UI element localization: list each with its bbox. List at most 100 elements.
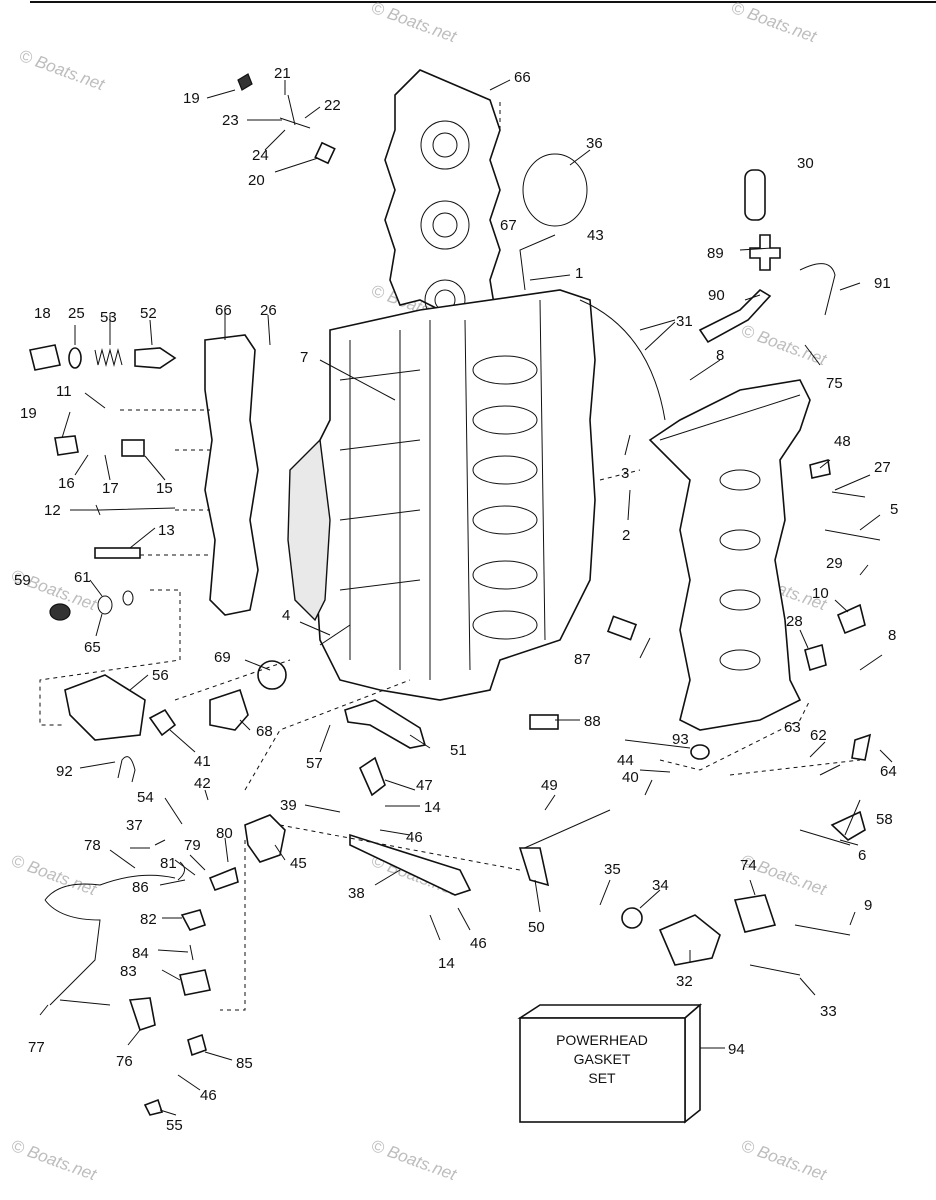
callout-49: 49 xyxy=(541,777,558,794)
watermark: © Boats.net xyxy=(729,0,820,47)
callout-36: 36 xyxy=(586,135,603,152)
callout-12: 12 xyxy=(44,502,61,519)
part-85-sensor xyxy=(187,1033,207,1057)
callout-38: 38 xyxy=(348,885,365,902)
callout-93: 93 xyxy=(672,731,689,748)
part-10-clip xyxy=(836,603,866,635)
callout-30: 30 xyxy=(797,155,814,172)
part-50-arm xyxy=(518,847,550,887)
callout-56: 56 xyxy=(152,667,169,684)
callout-28: 28 xyxy=(786,613,803,630)
watermark: © Boats.net xyxy=(9,851,100,900)
part-69-washer xyxy=(257,660,287,690)
part-55-bolt xyxy=(143,1098,164,1116)
small-parts xyxy=(29,73,881,1116)
callout-7: 7 xyxy=(300,349,308,366)
part-65-washer xyxy=(97,595,113,615)
part-20-connector xyxy=(314,141,336,165)
callout-26: 26 xyxy=(260,302,277,319)
callout-4: 4 xyxy=(282,607,290,624)
part-61-washer xyxy=(122,590,134,606)
part-92-clamp xyxy=(117,756,136,783)
part-15-valve xyxy=(121,439,145,457)
watermark: © Boats.net xyxy=(9,1136,100,1185)
callout-58: 58 xyxy=(876,811,893,828)
callout-83: 83 xyxy=(120,963,137,980)
callout-65: 65 xyxy=(84,639,101,656)
callout-32: 32 xyxy=(676,973,693,990)
callout-8a: 8 xyxy=(716,347,724,364)
callout-57: 57 xyxy=(306,755,323,772)
part-90-hose xyxy=(698,288,772,344)
part-32-sensor xyxy=(658,914,721,966)
callout-94: 94 xyxy=(728,1041,745,1058)
part-88-block xyxy=(529,714,559,730)
part-56-housing xyxy=(64,674,146,741)
callout-13: 13 xyxy=(158,522,175,539)
callout-18: 18 xyxy=(34,305,51,322)
part-30-hose xyxy=(744,169,766,221)
callout-90: 90 xyxy=(708,287,725,304)
part-25-washer xyxy=(68,347,82,369)
part-59-cap xyxy=(49,603,71,621)
part-9-bolt xyxy=(794,924,851,936)
callout-77: 77 xyxy=(28,1039,45,1056)
callout-64: 64 xyxy=(880,763,897,780)
callout-45: 45 xyxy=(290,855,307,872)
callout-15: 15 xyxy=(156,480,173,497)
watermark: © Boats.net xyxy=(369,1136,460,1185)
part-50-shaft xyxy=(519,809,611,851)
callout-82: 82 xyxy=(140,911,157,928)
part-91-hose xyxy=(799,263,836,316)
callout-61: 61 xyxy=(74,569,91,586)
callout-59: 59 xyxy=(14,572,31,589)
callout-44: 44 xyxy=(617,752,634,769)
callout-20: 20 xyxy=(248,172,265,189)
part-53-spring xyxy=(94,348,123,367)
part-68-grommet xyxy=(209,688,249,731)
callout-21: 21 xyxy=(274,65,291,82)
callout-17: 17 xyxy=(102,480,119,497)
callout-1: 1 xyxy=(575,265,583,282)
part-89-tee xyxy=(749,234,781,271)
callout-5: 5 xyxy=(890,501,898,518)
callout-48: 48 xyxy=(834,433,851,450)
callout-86: 86 xyxy=(132,879,149,896)
part-28-fitting xyxy=(804,643,827,672)
callout-46c: 46 xyxy=(200,1087,217,1104)
callout-62: 62 xyxy=(810,727,827,744)
part-12-rod xyxy=(95,504,176,516)
part-80-connector xyxy=(208,866,239,892)
part-87-block xyxy=(606,615,638,641)
callout-84: 84 xyxy=(132,945,149,962)
callout-19a: 19 xyxy=(183,90,200,107)
part-45-plate xyxy=(244,814,286,863)
callout-63: 63 xyxy=(784,719,801,736)
part-38-link xyxy=(349,833,472,896)
callout-35: 35 xyxy=(604,861,621,878)
box-line-2: GASKET xyxy=(574,1051,631,1067)
callout-10: 10 xyxy=(812,585,829,602)
callout-54: 54 xyxy=(137,789,154,806)
part-36-o-ring xyxy=(522,153,588,227)
callout-47: 47 xyxy=(416,777,433,794)
part-84-spring xyxy=(189,944,194,961)
part-47-bracket xyxy=(358,756,386,797)
callout-11: 11 xyxy=(56,383,72,400)
callout-68: 68 xyxy=(256,723,273,740)
part-76-sensor xyxy=(128,997,156,1032)
part-51-bracket xyxy=(344,699,427,749)
callout-16: 16 xyxy=(58,475,75,492)
callout-24: 24 xyxy=(252,147,269,164)
part-77-harness xyxy=(44,874,176,1006)
callout-67: 67 xyxy=(500,217,517,234)
callout-43: 43 xyxy=(587,227,604,244)
part-82-clip xyxy=(180,909,207,931)
callout-labels: 1 2 3 4 5 6 7 8 8 9 10 11 12 13 14 14 15… xyxy=(14,65,898,1134)
callout-22: 22 xyxy=(324,97,341,114)
callout-89: 89 xyxy=(707,245,724,262)
callout-6: 6 xyxy=(858,847,866,864)
callout-25: 25 xyxy=(68,305,85,322)
part-62-clip xyxy=(851,733,872,761)
part-21-wire xyxy=(279,94,311,129)
